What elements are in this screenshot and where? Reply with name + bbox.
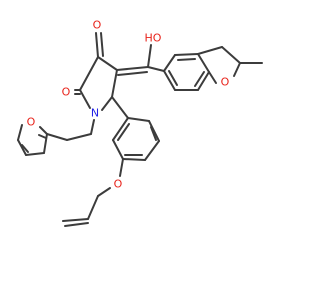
bond [144,140,160,161]
bond [147,44,152,68]
bond [87,195,99,220]
bond [62,218,89,222]
bonds [17,32,263,227]
bond [177,58,196,61]
bond [194,71,205,87]
bond [197,53,210,73]
bond [17,124,23,141]
bond [79,89,91,109]
bond [163,54,176,72]
bond [25,152,45,156]
bond [100,32,104,57]
bond [101,96,113,111]
bond [122,158,146,161]
amide-oxygen-label: O [62,86,71,99]
bond [117,123,130,141]
bond [111,69,118,98]
bond [97,187,111,197]
bond [197,46,223,55]
bond [112,117,129,141]
bond [147,66,165,72]
bond [163,70,176,91]
bond [112,139,124,160]
bond [79,56,99,91]
molecule-structure: O O HO N O O O [17,18,263,227]
bond [43,133,48,154]
nitrogen-label: N [91,107,99,120]
bond [148,120,160,142]
bond [119,158,124,177]
atom-labels: O O HO N O O O [27,19,230,191]
bond [221,46,241,64]
hydroxyl-label: HO [145,32,162,45]
ketone-oxygen-label: O [93,19,102,32]
bond [117,71,148,76]
bond [38,134,47,139]
bond [90,119,95,135]
bond [17,139,27,156]
furan-oxygen-label: O [27,116,36,129]
ether-oxygen-label: O [114,178,123,191]
bond [174,53,199,56]
bond [197,71,210,91]
bond [95,32,99,58]
benzofuran-oxygen-label: O [221,76,230,89]
bond [150,126,157,141]
bond [97,56,118,71]
bond [21,144,29,153]
bond [127,117,150,122]
bond [168,70,178,86]
bond [46,133,68,141]
bond [39,126,48,135]
bond [233,62,241,77]
bond [66,133,92,141]
bond [208,71,217,84]
bond [64,222,89,227]
bond [111,96,129,119]
bond [116,66,149,71]
